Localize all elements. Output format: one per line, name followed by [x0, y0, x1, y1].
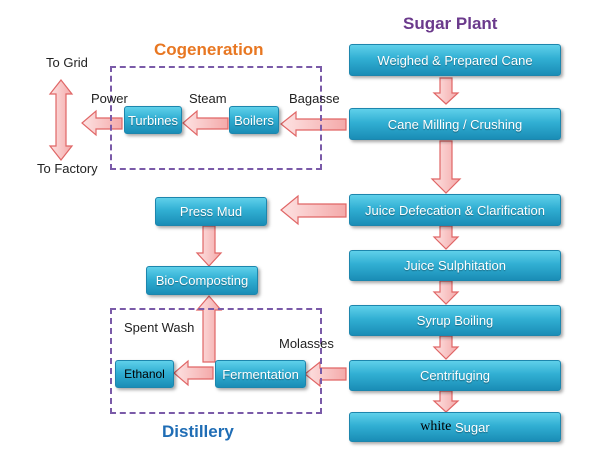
bio-composting-box: Bio-Composting [146, 266, 258, 295]
step-juice-sulphitation: Juice Sulphitation [349, 250, 561, 281]
arrow-down-6 [432, 390, 460, 413]
arrow-power [81, 109, 123, 137]
arrow-press-mud [280, 194, 347, 226]
turbines-box: Turbines [124, 106, 182, 134]
spent-wash-label: Spent Wash [124, 320, 195, 335]
step-centrifuging: Centrifuging [349, 360, 561, 391]
step-syrup-boiling: Syrup Boiling [349, 305, 561, 336]
arrow-down-1 [432, 77, 460, 105]
arrow-down-3 [432, 225, 460, 250]
cogeneration-boundary [110, 66, 322, 170]
arrow-down-4 [432, 280, 460, 305]
to-grid-label: To Grid [46, 55, 88, 70]
fermentation-box: Fermentation [215, 360, 306, 388]
arrow-to-composting [195, 225, 223, 267]
arrow-spent-wash [195, 295, 223, 363]
power-label: Power [91, 91, 128, 106]
step-white-sugar: white Sugar [349, 412, 561, 442]
molasses-label: Molasses [279, 336, 334, 351]
sugar-word: Sugar [455, 419, 490, 435]
step-weighed-prepared-cane: Weighed & Prepared Cane [349, 44, 561, 76]
arrow-ethanol [173, 359, 214, 387]
cogeneration-heading: Cogeneration [154, 40, 264, 59]
to-factory-label: To Factory [37, 161, 98, 176]
arrow-bagasse [280, 110, 347, 138]
sugar-plant-heading: Sugar Plant [403, 14, 498, 33]
arrow-down-5 [432, 335, 460, 360]
step-juice-defecation: Juice Defecation & Clarification [349, 194, 561, 226]
boilers-box: Boilers [229, 106, 279, 134]
ethanol-box: Ethanol [115, 360, 174, 388]
arrow-steam [182, 109, 229, 137]
steam-label: Steam [189, 91, 227, 106]
step-cane-milling: Cane Milling / Crushing [349, 108, 561, 140]
press-mud-box: Press Mud [155, 197, 267, 226]
white-word: white [420, 419, 452, 434]
distillery-heading: Distillery [162, 422, 234, 441]
arrow-down-2 [430, 140, 462, 194]
ethanol-label: Ethanol [124, 367, 165, 381]
bagasse-label: Bagasse [289, 91, 340, 106]
distillery-boundary [110, 308, 322, 414]
arrow-grid-factory [48, 79, 74, 161]
